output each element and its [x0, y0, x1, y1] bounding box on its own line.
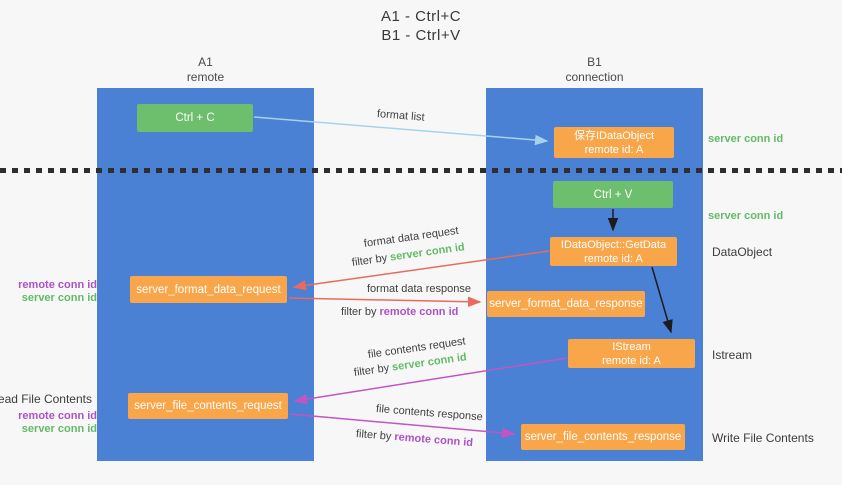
node-server-file-contents-response-label: server_file_contents_response — [524, 431, 682, 443]
annotation-dataobject: DataObject — [712, 245, 773, 259]
column-header-b1: B1 connection — [486, 55, 703, 85]
node-ctrl-c-label: Ctrl + C — [175, 112, 215, 124]
node-save-idataobject-line1: 保存IDataObject — [573, 129, 655, 142]
phase-divider-dotted-line — [0, 168, 842, 173]
label-filter-prefix: filter by — [341, 306, 380, 318]
annotation-left-remote-conn-id-1: remote conn id — [18, 279, 97, 291]
annotation-istream: Istream — [712, 348, 753, 362]
column-a1-name: A1 — [198, 55, 213, 69]
node-save-idataobject: 保存IDataObject remote id: A — [554, 127, 674, 158]
label-filter-format-response: filter by remote conn id — [341, 306, 458, 318]
arrow-format-data-response — [288, 296, 482, 307]
node-server-file-contents-request: server_file_contents_request — [128, 393, 288, 419]
label-file-contents-response: file contents response — [375, 403, 484, 424]
node-ctrl-c: Ctrl + C — [137, 104, 253, 132]
node-server-format-data-request-label: server_format_data_request — [136, 283, 281, 296]
annotation-read-file-contents: Read File Contents — [0, 392, 92, 406]
label-filter-prefix: filter by — [353, 361, 393, 379]
diagram-title-line1: A1 - Ctrl+C — [380, 8, 462, 25]
node-istream-line2: remote id: A — [602, 354, 661, 367]
annotation-left-server-conn-id-2: server conn id — [21, 423, 97, 435]
node-save-idataobject-line2: remote id: A — [584, 143, 644, 156]
node-server-format-data-response: server_format_data_response — [487, 291, 645, 317]
node-ctrl-v: Ctrl + V — [553, 181, 673, 208]
column-b1-subtitle: connection — [565, 70, 624, 84]
node-istream-line1: IStream — [612, 340, 651, 353]
node-server-format-data-response-label: server_format_data_response — [489, 298, 643, 310]
label-filter-file-response: filter by remote conn id — [356, 428, 474, 449]
node-server-file-contents-request-label: server_file_contents_request — [134, 400, 282, 412]
annotation-right-server-conn-id-2: server conn id — [708, 210, 784, 222]
label-remote-conn-id: remote conn id — [393, 431, 474, 450]
node-idataobject-getdata: IDataObject::GetData remote id: A — [550, 237, 677, 266]
annotation-right-server-conn-id-1: server conn id — [708, 133, 784, 145]
label-format-list: format list — [376, 108, 426, 124]
node-server-format-data-request: server_format_data_request — [130, 276, 287, 303]
node-server-file-contents-response: server_file_contents_response — [521, 424, 685, 450]
diagram-title-line2: B1 - Ctrl+V — [381, 27, 461, 44]
node-idataobject-getdata-line2: remote id: A — [584, 252, 643, 265]
label-filter-prefix: filter by — [355, 428, 395, 444]
column-b1-name: B1 — [587, 55, 602, 69]
label-filter-prefix: filter by — [351, 251, 391, 269]
label-remote-conn-id: remote conn id — [379, 306, 459, 318]
annotation-left-remote-conn-id-2: remote conn id — [18, 410, 97, 422]
node-istream: IStream remote id: A — [568, 339, 695, 368]
node-ctrl-v-label: Ctrl + V — [593, 188, 633, 201]
annotation-write-file-contents: Write File Contents — [712, 431, 814, 445]
node-idataobject-getdata-line1: IDataObject::GetData — [560, 238, 667, 251]
column-a1-subtitle: remote — [186, 70, 225, 84]
column-header-a1: A1 remote — [97, 55, 314, 85]
label-format-data-response: format data response — [367, 283, 471, 295]
annotation-left-server-conn-id-1: server conn id — [21, 292, 97, 304]
